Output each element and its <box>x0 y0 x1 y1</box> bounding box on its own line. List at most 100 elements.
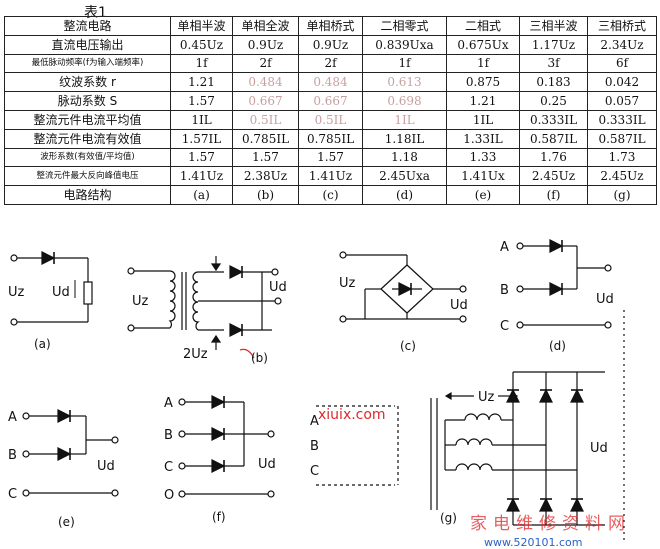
table-cell: 1IL <box>362 109 447 130</box>
diode-icon <box>57 447 71 461</box>
diode-icon <box>57 409 71 423</box>
circuit-e-phase-label: C <box>8 487 17 502</box>
diode-icon <box>211 459 225 473</box>
diode-icon <box>398 282 412 296</box>
circuit-e-caption: (e) <box>58 515 75 529</box>
table-cell: 2.45Uxa <box>362 166 447 187</box>
circuit-g-input-label: Uz <box>478 390 495 405</box>
table-cell: 0.785IL <box>232 128 299 149</box>
table-cell: 0.484 <box>232 72 299 93</box>
table-cell: 0.667 <box>232 91 299 111</box>
table-cell: 0.613 <box>362 72 447 93</box>
table-cell: 0.333IL <box>519 109 588 130</box>
circuit-f-output-label: Ud <box>258 457 276 472</box>
row-label: 电路结构 <box>4 185 171 205</box>
circuit-d-phase-label: C <box>500 319 509 334</box>
table-cell: (f) <box>519 185 588 205</box>
table-cell: 1.21 <box>446 91 520 111</box>
header-cell: 三相半波 <box>519 16 588 36</box>
table-row: 直流电压输出 0.45Uz 0.9Uz 0.9Uz 0.839Uxa 0.675… <box>4 34 657 55</box>
circuit-g-phase-label: A <box>310 414 319 429</box>
circuit-f-phase-label: C <box>164 460 173 475</box>
header-cell: 二相式 <box>446 16 520 36</box>
watermark-bottom-url: www.520101.com <box>484 536 582 549</box>
table-cell: 0.9Uz <box>232 34 299 55</box>
table-row: 电路结构 (a) (b) (c) (d) (e) (f) (g) <box>4 185 657 205</box>
table-cell: (c) <box>298 185 363 205</box>
table-row: 最低脉动频率(f为输入端频率) 1f 2f 2f 1f 1f 3f 6f <box>4 53 657 74</box>
table-cell: 1.18 <box>362 147 447 168</box>
table-cell: 0.875 <box>446 72 520 93</box>
circuit-b-caption: (b) <box>251 351 268 365</box>
diode-icon <box>229 265 243 279</box>
table-row: 整流元件电流平均值 1IL 0.5IL 0.5IL 1IL 1IL 0.333I… <box>4 109 657 130</box>
table-cell: 3f <box>519 53 588 74</box>
circuit-f-phase-label: B <box>164 428 173 443</box>
circuit-g <box>316 310 625 540</box>
table-cell: 0.45Uz <box>170 34 233 55</box>
diode-icon <box>539 389 553 403</box>
table-cell: (e) <box>446 185 520 205</box>
circuit-d <box>516 239 612 329</box>
table-cell: 0.183 <box>519 72 588 93</box>
circuit-b-output-label: Ud <box>269 280 287 295</box>
table-cell: 1.17Uz <box>519 34 588 55</box>
circuit-e-phase-label: B <box>8 448 17 463</box>
circuit-g-caption: (g) <box>440 511 457 525</box>
table-cell: 1.73 <box>587 147 657 168</box>
diode-icon <box>211 427 225 441</box>
circuit-f-phase-label: O <box>164 488 174 503</box>
table-cell: 1f <box>170 53 233 74</box>
table-cell: (a) <box>170 185 233 205</box>
circuit-d-caption: (d) <box>549 339 566 353</box>
circuit-e-output-label: Ud <box>97 459 115 474</box>
header-cell: 单相全波 <box>232 16 299 36</box>
diode-icon <box>229 323 243 337</box>
table-cell: 0.333IL <box>587 109 657 130</box>
header-cell: 整流电路 <box>4 16 171 36</box>
table-cell: 0.675Ux <box>446 34 520 55</box>
table-cell: 2.34Uz <box>587 34 657 55</box>
table-cell: 1.33 <box>446 147 520 168</box>
diode-icon <box>539 498 553 512</box>
circuit-d-phase-label: A <box>500 240 509 255</box>
circuit-e <box>22 409 119 497</box>
diode-icon <box>570 389 584 403</box>
circuit-b-secondary-label: 2Uz <box>183 347 208 362</box>
header-cell: 二相零式 <box>362 16 447 36</box>
circuit-c-input-label: Uz <box>339 276 356 291</box>
row-label: 直流电压输出 <box>4 34 171 55</box>
circuit-b <box>127 256 282 359</box>
rectifier-circuit-diagrams: Uz Ud (a) Uz Ud 2Uz (b) Uz Ud (c) A B C … <box>8 239 625 549</box>
header-cell: 三相桥式 <box>587 16 657 36</box>
table-cell: 0.587IL <box>587 128 657 149</box>
header-cell: 单相桥式 <box>298 16 363 36</box>
row-label: 纹波系数 r <box>4 72 171 93</box>
table-cell: 0.25 <box>519 91 588 111</box>
row-label: 整流元件电流平均值 <box>4 109 171 130</box>
circuit-c-output-label: Ud <box>450 298 468 313</box>
circuit-b-input-label: Uz <box>132 294 149 309</box>
table-cell: 1.21 <box>170 72 233 93</box>
table-cell: 2.45Uz <box>587 166 657 187</box>
circuit-f-caption: (f) <box>212 510 226 524</box>
table-header-row: 整流电路 单相半波 单相全波 单相桥式 二相零式 二相式 三相半波 三相桥式 <box>4 16 657 36</box>
table-cell: 0.5IL <box>298 109 363 130</box>
table-cell: 1.57 <box>170 91 233 111</box>
table-row: 整流元件最大反向峰值电压 1.41Uz 2.38Uz 1.41Uz 2.45Ux… <box>4 166 657 187</box>
table-cell: 0.785IL <box>298 128 363 149</box>
row-label: 整流元件电流有效值 <box>4 128 171 149</box>
table-cell: 1.41Uz <box>298 166 363 187</box>
diode-icon <box>41 251 55 265</box>
table-row: 整流元件电流有效值 1.57IL 0.785IL 0.785IL 1.18IL … <box>4 128 657 149</box>
table-cell: 0.667 <box>298 91 363 111</box>
circuit-g-phase-label: B <box>310 439 319 454</box>
circuit-d-phase-label: B <box>500 283 509 298</box>
table-cell: 1.33IL <box>446 128 520 149</box>
table-cell: 1.57IL <box>170 128 233 149</box>
row-label: 脉动系数 S <box>4 91 171 111</box>
table-cell: (d) <box>362 185 447 205</box>
table-cell: 1.57 <box>170 147 233 168</box>
circuit-a <box>10 251 93 326</box>
circuit-g-output-label: Ud <box>590 441 608 456</box>
